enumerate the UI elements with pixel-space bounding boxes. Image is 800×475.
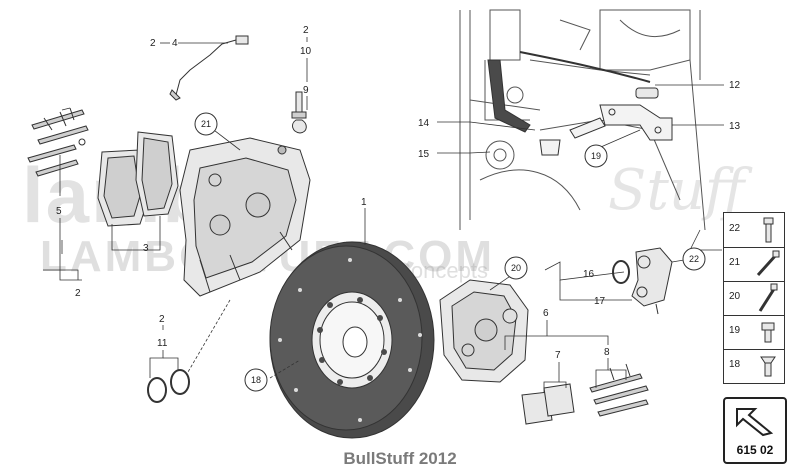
dark-bracket	[487, 59, 531, 133]
label-3: 3	[143, 243, 149, 254]
hardware-legend: 22 21 20 19 18	[723, 212, 785, 384]
seal-ring-16	[612, 260, 630, 284]
label-8: 8	[604, 347, 610, 358]
label-1: 1	[361, 197, 367, 208]
legend-row-19: 19	[724, 315, 784, 350]
hose-clip	[539, 117, 606, 156]
sensor-cable-upper	[519, 51, 651, 83]
right-caliper	[439, 279, 529, 383]
label-10: 10	[300, 46, 312, 57]
brake-disc	[269, 241, 435, 439]
seal-rings	[147, 369, 190, 403]
legend-row-22: 22	[724, 213, 784, 248]
label-2-d: 2	[159, 314, 165, 325]
circle-callouts	[194, 112, 706, 392]
long-bolt-icon	[756, 250, 780, 277]
pad-shims	[521, 383, 575, 425]
label-13: 13	[729, 121, 741, 132]
legend-number: 22	[729, 223, 741, 234]
label-9: 9	[303, 85, 309, 96]
page-reference-number: 615 02	[736, 443, 774, 457]
label-7: 7	[555, 350, 561, 361]
circled-labels: 21 20 18 19 22	[201, 119, 699, 385]
circled-label-19: 19	[591, 151, 601, 161]
label-4: 4	[172, 38, 178, 49]
caliper-bracket	[631, 247, 673, 315]
socket-bolt-icon	[761, 322, 775, 343]
line-bracket	[599, 104, 673, 141]
legend-number: 18	[729, 359, 741, 370]
countersunk-screw-icon	[760, 356, 776, 377]
label-11: 11	[157, 338, 168, 349]
label-12: 12	[729, 80, 741, 91]
engine-bay-frame	[459, 9, 706, 231]
number-labels: 2 4 2 10 9 5 3 2 2 11 1 16 17 6 7 8 12 1…	[56, 25, 741, 361]
label-2-a: 2	[150, 38, 156, 49]
label-16: 16	[583, 269, 595, 280]
left-caliper	[179, 137, 311, 297]
label-5: 5	[56, 206, 62, 217]
bolt-parts-9-10	[291, 91, 307, 134]
circled-label-20: 20	[511, 263, 521, 273]
legend-row-20: 20	[724, 281, 784, 316]
circled-label-18: 18	[251, 375, 261, 385]
label-15: 15	[418, 149, 430, 160]
brake-line-fitting	[635, 87, 659, 99]
arrow-icon	[736, 408, 774, 437]
pad-pins-and-springs	[27, 107, 89, 177]
label-6: 6	[543, 308, 549, 319]
legend-row-21: 21	[724, 247, 784, 282]
long-bolt-icon	[758, 283, 778, 312]
legend-number: 20	[729, 291, 741, 302]
label-17: 17	[594, 296, 606, 307]
bolt-icon	[763, 217, 774, 243]
right-pins	[589, 363, 649, 417]
legend-number: 21	[729, 257, 741, 268]
label-14: 14	[418, 118, 430, 129]
legend-row-18: 18	[724, 349, 784, 383]
label-2-c: 2	[75, 288, 81, 299]
label-2-b: 2	[303, 25, 309, 36]
circled-label-22: 22	[689, 254, 699, 264]
footer-credit: BullStuff 2012	[343, 449, 457, 468]
circled-label-21: 21	[201, 119, 211, 129]
legend-number: 19	[729, 325, 741, 336]
wear-sensor-part	[169, 35, 249, 101]
brake-pads	[97, 131, 179, 227]
page-reference-box[interactable]: 615 02	[723, 397, 787, 464]
